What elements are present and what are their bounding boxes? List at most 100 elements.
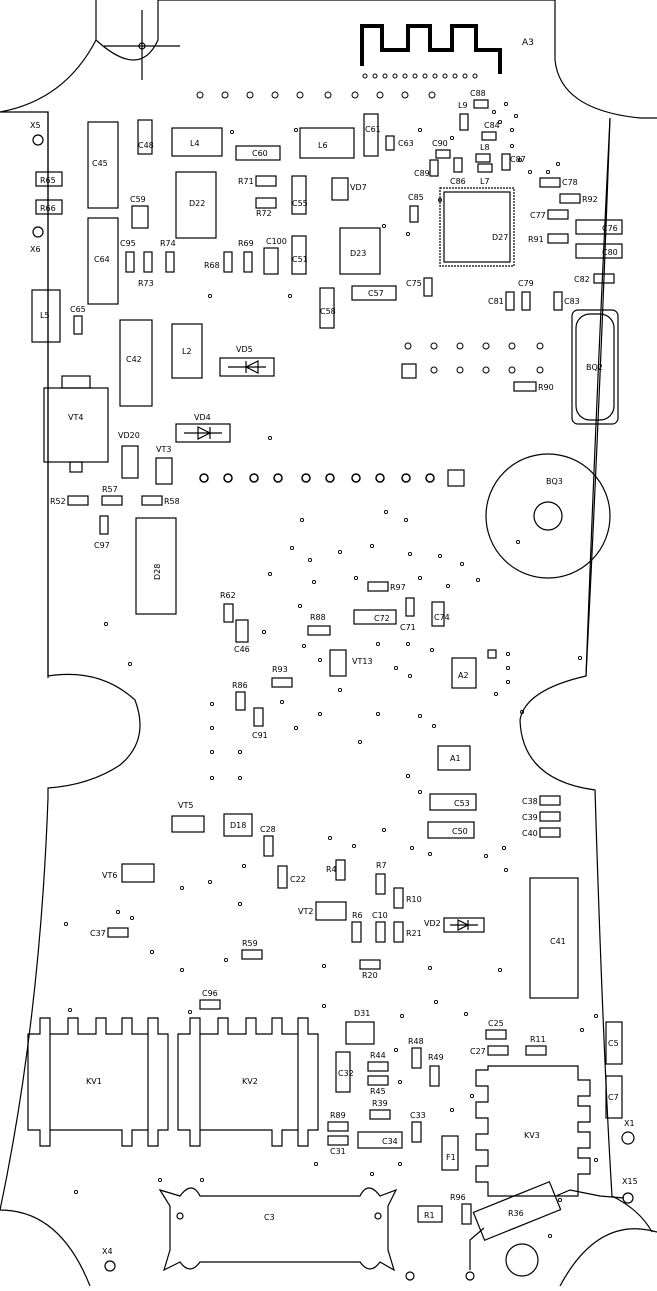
label-X4: X4: [102, 1247, 113, 1256]
label-R11: R11: [530, 1035, 546, 1044]
label-X6: X6: [30, 245, 41, 254]
label-VT5: VT5: [178, 801, 193, 810]
label-R7: R7: [376, 861, 387, 870]
res-r74: [165, 251, 175, 273]
label-C90: C90: [432, 139, 448, 148]
label-C83: C83: [564, 297, 580, 306]
diode-vd5: [219, 357, 275, 377]
label-C25: C25: [488, 1019, 504, 1028]
label-C27: C27: [470, 1047, 486, 1056]
res-r36: [472, 1180, 562, 1242]
cap-c75: [423, 277, 433, 297]
cap-c27: [487, 1045, 509, 1056]
cap-c37: [107, 927, 129, 938]
diode-vd5-symbol: [228, 360, 266, 374]
label-C55: C55: [292, 199, 308, 208]
label-R39: R39: [372, 1099, 388, 1108]
testpoint-x15: [622, 1192, 634, 1204]
label-R1: R1: [424, 1211, 435, 1220]
pad-square-2: [447, 469, 465, 487]
ic-d28: [135, 517, 177, 615]
cap-c34: [357, 1131, 403, 1149]
label-C57: C57: [368, 289, 384, 298]
res-r6: [351, 921, 362, 943]
label-C41: C41: [550, 937, 566, 946]
label-L7: L7: [480, 177, 490, 186]
cap-c81: [505, 291, 515, 311]
cap-c58: [319, 287, 335, 329]
res-r91: [547, 233, 569, 244]
via-bottom: [405, 1271, 415, 1281]
label-C65: C65: [70, 305, 86, 314]
res-r68: [223, 251, 233, 273]
label-R92: R92: [582, 195, 598, 204]
cap-c38: [539, 795, 561, 806]
label-VD4: VD4: [194, 413, 211, 422]
label-C91: C91: [252, 731, 268, 740]
cap-c3-pad-left: [176, 1212, 184, 1220]
label-X5: X5: [30, 121, 41, 130]
label-C97: C97: [94, 541, 110, 550]
label-A1: A1: [450, 754, 461, 763]
label-R88: R88: [310, 613, 326, 622]
res-r7: [375, 873, 386, 895]
cap-c60: [235, 145, 281, 161]
res-r72: [255, 197, 277, 209]
cap-c85: [409, 205, 419, 223]
inductor-l4: [171, 127, 223, 157]
label-R4: R4: [326, 865, 337, 874]
relay-kv2: [177, 1017, 319, 1147]
cap-c3-pad-right: [374, 1212, 382, 1220]
label-C22: C22: [290, 875, 306, 884]
cap-c33: [411, 1121, 422, 1143]
label-C48: C48: [138, 141, 154, 150]
cap-c88: [473, 99, 489, 109]
cap-c77: [547, 209, 569, 220]
label-R66: R66: [40, 204, 56, 213]
label-VD7: VD7: [350, 183, 367, 192]
diode-vd2: [443, 917, 485, 933]
res-r96: [461, 1203, 472, 1225]
label-VT4: VT4: [68, 413, 83, 422]
transistor-vt4: [43, 387, 109, 463]
diode-vd7: [331, 177, 349, 201]
label-C28: C28: [260, 825, 276, 834]
label-L6: L6: [318, 141, 328, 150]
cap-c95: [125, 251, 135, 273]
cap-c55: [291, 175, 307, 215]
label-L9: L9: [458, 101, 468, 110]
label-R72: R72: [256, 209, 272, 218]
label-C82: C82: [574, 275, 590, 284]
res-r11: [525, 1045, 547, 1056]
fuse-f1: [441, 1135, 459, 1171]
label-C50: C50: [452, 827, 468, 836]
via-row-top: [196, 73, 478, 99]
antenna-a3: [360, 24, 502, 74]
res-r97: [367, 581, 389, 592]
label-C7: C7: [608, 1093, 619, 1102]
label-VD20: VD20: [118, 431, 140, 440]
crystal-bq2: [571, 309, 619, 425]
cap-c97: [99, 515, 109, 535]
label-KV1: KV1: [86, 1077, 102, 1086]
transistor-vt5: [171, 815, 205, 833]
label-VT13: VT13: [352, 657, 373, 666]
cap-c72: [353, 609, 397, 625]
cap-c39: [539, 811, 561, 822]
label-VD2: VD2: [424, 919, 441, 928]
transistor-vt13: [329, 649, 347, 677]
scattered-vias: [63, 101, 599, 1239]
mounting-hole-bottom: [505, 1243, 539, 1277]
r36-lead: [469, 1189, 625, 1270]
cap-c53: [429, 793, 477, 811]
label-R21: R21: [406, 929, 422, 938]
label-C87: C87: [510, 155, 526, 164]
transistor-vt3: [155, 457, 173, 485]
label-R97: R97: [390, 583, 406, 592]
inductor-l6: [299, 127, 355, 159]
label-A2: A2: [458, 671, 469, 680]
label-L2: L2: [182, 347, 192, 356]
transistor-vt4-leg: [69, 461, 83, 473]
label-R68: R68: [204, 261, 220, 270]
